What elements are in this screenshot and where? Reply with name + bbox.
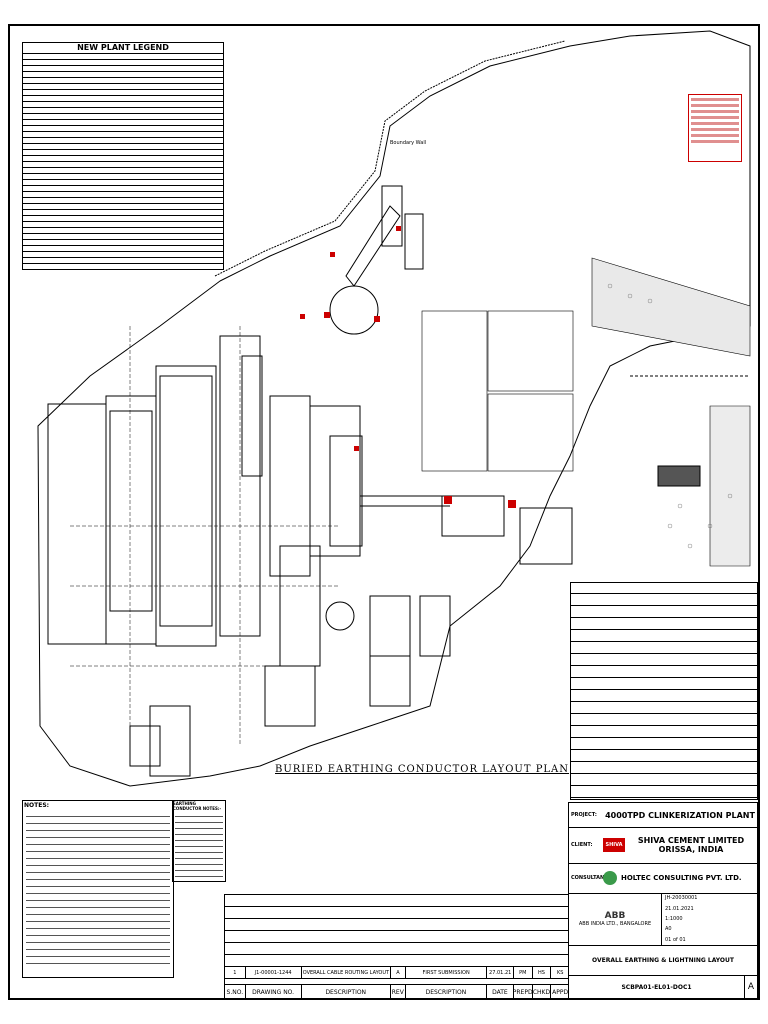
plant-layout-plan: Boundary Wall (37, 30, 751, 787)
abb-logo: ABB (604, 911, 626, 921)
earthing-notes-lines (175, 811, 223, 881)
project-label: PROJECT: (571, 812, 597, 818)
general-notes: NOTES: (22, 800, 174, 978)
earthing-notes: EARTHING CONDUCTOR NOTES:- (172, 800, 226, 882)
rev-cell: HS (533, 967, 552, 979)
drawing-title: OVERALL EARTHING & LIGHTNING LAYOUT (592, 956, 734, 964)
boundary-label: Boundary Wall (390, 140, 426, 146)
consultant-name: HOLTEC CONSULTING PVT. LTD. (621, 874, 742, 882)
abb-block: ABB ABB INDIA LTD., BANGALORE (569, 893, 662, 945)
contractor-name: ABB INDIA LTD., BANGALORE (578, 921, 652, 927)
rev-cell: FIRST SUBMISSION (406, 967, 488, 979)
earthing-notes-heading: EARTHING CONDUCTOR NOTES:- (173, 801, 222, 811)
client-logo: SHIVA (603, 838, 625, 852)
symbol-table (570, 582, 758, 800)
legend-rows (23, 54, 223, 268)
revision-row: 1 J1-00001-1244 OVERALL CABLE ROUTING LA… (225, 967, 569, 979)
holtec-logo-icon (603, 871, 617, 885)
legend-title: NEW PLANT LEGEND (23, 43, 223, 54)
symbol-table-header (571, 583, 757, 594)
consultant-label: CONSULTANT: (571, 875, 610, 881)
notes-lines (26, 810, 170, 970)
revision-letter: A (744, 975, 757, 998)
symbol-table-rows (571, 594, 757, 798)
rev-header-cell: CHKD (533, 985, 552, 998)
rev-cell: 27.01.21 (487, 967, 514, 979)
drawing-title-row: OVERALL EARTHING & LIGHTNING LAYOUT (569, 945, 757, 976)
rev-header-cell: PREPD (513, 985, 533, 998)
rev-cell: PM (514, 967, 533, 979)
drawing-number-row: SCBPA01-EL01-DOC1 A (569, 975, 757, 998)
rev-header-cell: DESCRIPTION (406, 985, 488, 998)
rev-header-cell: S.NO. (225, 985, 246, 998)
rev-header-cell: DESCRIPTION (302, 985, 391, 998)
scale: 1:1000 (665, 915, 683, 922)
drawing-number: SCBPA01-EL01-DOC1 (621, 983, 692, 991)
plant-legend: NEW PLANT LEGEND (22, 42, 224, 270)
client-location: ORISSA, INDIA (658, 845, 724, 854)
revision-grid (225, 895, 569, 985)
client-info: SHIVA CEMENT LIMITED ORISSA, INDIA (625, 836, 757, 854)
rev-cell: 1 (225, 967, 246, 979)
drawing-sheet: 123456789101112 (8, 24, 760, 1000)
revision-table: 1 J1-00001-1244 OVERALL CABLE ROUTING LA… (224, 894, 570, 998)
rev-header-cell: DRAWING NO. (246, 985, 302, 998)
rev-header-cell: REV (391, 985, 406, 998)
job-no: JH-20030001 (665, 895, 698, 902)
rev-header-cell: DATE (487, 985, 514, 998)
rev-cell: J1-00001-1244 (246, 967, 302, 979)
client-name: SHIVA CEMENT LIMITED (637, 836, 745, 845)
consultant-row: CONSULTANT: HOLTEC CONSULTING PVT. LTD. (569, 863, 757, 894)
plan-title: BURIED EARTHING CONDUCTOR LAYOUT PLAN (275, 764, 570, 775)
markup-stamp (688, 94, 742, 162)
client-row: CLIENT: SHIVA SHIVA CEMENT LIMITED ORISS… (569, 827, 757, 864)
rev-cell: KS (556, 970, 564, 976)
drawing-meta: JH-20030001 21.01.2021 1:1000 A0 01 of 0… (662, 893, 757, 945)
drawing-date: 21.01.2021 (665, 905, 694, 912)
notes-heading: NOTES: (24, 802, 50, 809)
bottom-grid-ruler: 123456789101112 (10, 999, 758, 1000)
project-row: PROJECT: 4000TPD CLINKERIZATION PLANT (569, 803, 757, 828)
rev-header-cell: APPD (552, 988, 569, 996)
title-block: PROJECT: 4000TPD CLINKERIZATION PLANT CL… (568, 802, 758, 998)
rev-cell: A (391, 967, 406, 979)
revision-header: S.NO. DRAWING NO. DESCRIPTION REV DESCRI… (225, 984, 569, 998)
rev-cell: OVERALL CABLE ROUTING LAYOUT (302, 967, 392, 979)
sheet-size: A0 (665, 926, 672, 933)
project-name: 4000TPD CLINKERIZATION PLANT (605, 810, 755, 820)
sheet-no: 01 of 01 (665, 936, 686, 943)
drawing-info-row: ABB ABB INDIA LTD., BANGALORE JH-2003000… (569, 893, 757, 946)
top-grid-ruler: 123456789101112 (10, 24, 758, 25)
client-label: CLIENT: (571, 842, 593, 848)
